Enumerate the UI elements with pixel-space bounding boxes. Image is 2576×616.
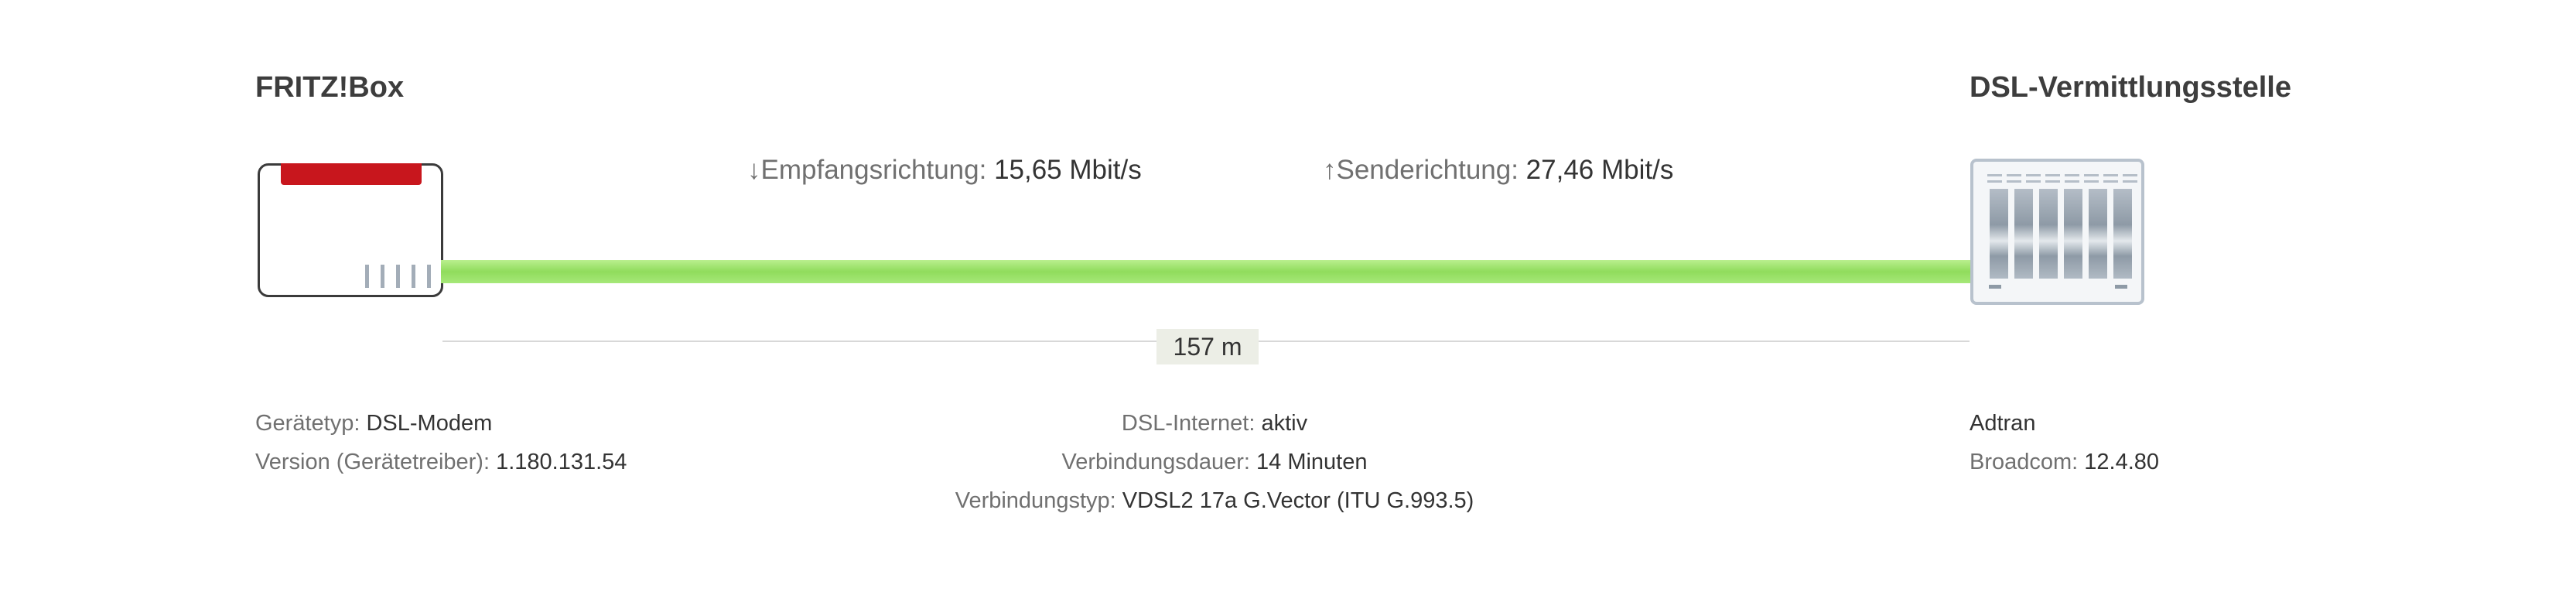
fritzbox-led-indicators [365,265,431,288]
arrow-down-icon: ↓ [747,155,761,185]
device-type-row: Gerätetyp: DSL-Modem [255,404,627,443]
connection-type-value: VDSL2 17a G.Vector (ITU G.993.5) [1122,488,1474,513]
upstream-rate-value: 27,46 Mbit/s [1525,155,1674,185]
chipset-label: Broadcom: [1970,450,2085,474]
downstream-rate-value: 15,65 Mbit/s [994,155,1142,185]
dsl-internet-value: aktiv [1261,411,1308,436]
connection-type-row: Verbindungstyp: VDSL2 17a G.Vector (ITU … [851,481,1578,520]
upstream-rate: ↑Senderichtung: 27,46 Mbit/s [1323,155,1673,186]
dsl-internet-label: DSL-Internet: [1121,411,1262,436]
dslam-foot-left [1989,285,2001,289]
fritzbox-info: Gerätetyp: DSL-Modem Version (Gerätetrei… [255,404,627,481]
connection-info: DSL-Internet: aktiv Verbindungsdauer: 14… [851,404,1578,520]
connection-duration-value: 14 Minuten [1256,450,1368,474]
exchange-info: Adtran Broadcom: 12.4.80 [1970,404,2159,481]
exchange-vendor-value: Adtran [1970,411,2036,436]
downstream-rate: ↓Empfangsrichtung: 15,65 Mbit/s [747,155,1142,186]
arrow-up-icon: ↑ [1323,155,1337,185]
connection-duration-label: Verbindungsdauer: [1061,450,1257,474]
fritzbox-title: FRITZ!Box [255,71,405,104]
dslam-device-icon [1970,159,2144,305]
driver-version-row: Version (Gerätetreiber): 1.180.131.54 [255,443,627,481]
exchange-vendor-row: Adtran [1970,404,2159,443]
chipset-row: Broadcom: 12.4.80 [1970,443,2159,481]
dslam-vent-lines [1987,174,2137,176]
connection-type-label: Verbindungstyp: [955,488,1122,513]
dsl-connection-line [441,260,1971,283]
driver-version-value: 1.180.131.54 [496,450,627,474]
upstream-rate-label: Senderichtung: [1336,155,1526,185]
driver-version-label: Version (Gerätetreiber): [255,450,497,474]
fritzbox-red-top-bar [281,163,422,185]
line-distance-badge: 157 m [1156,329,1259,364]
dsl-internet-row: DSL-Internet: aktiv [851,404,1578,443]
dslam-line-cards [1990,189,2132,279]
connection-duration-row: Verbindungsdauer: 14 Minuten [851,443,1578,481]
device-type-value: DSL-Modem [366,411,493,436]
dsl-exchange-title: DSL-Vermittlungsstelle [1970,71,2291,104]
device-type-label: Gerätetyp: [255,411,367,436]
chipset-value: 12.4.80 [2084,450,2160,474]
fritzbox-device-icon [258,163,443,297]
dslam-foot-right [2115,285,2127,289]
downstream-rate-label: Empfangsrichtung: [760,155,995,185]
